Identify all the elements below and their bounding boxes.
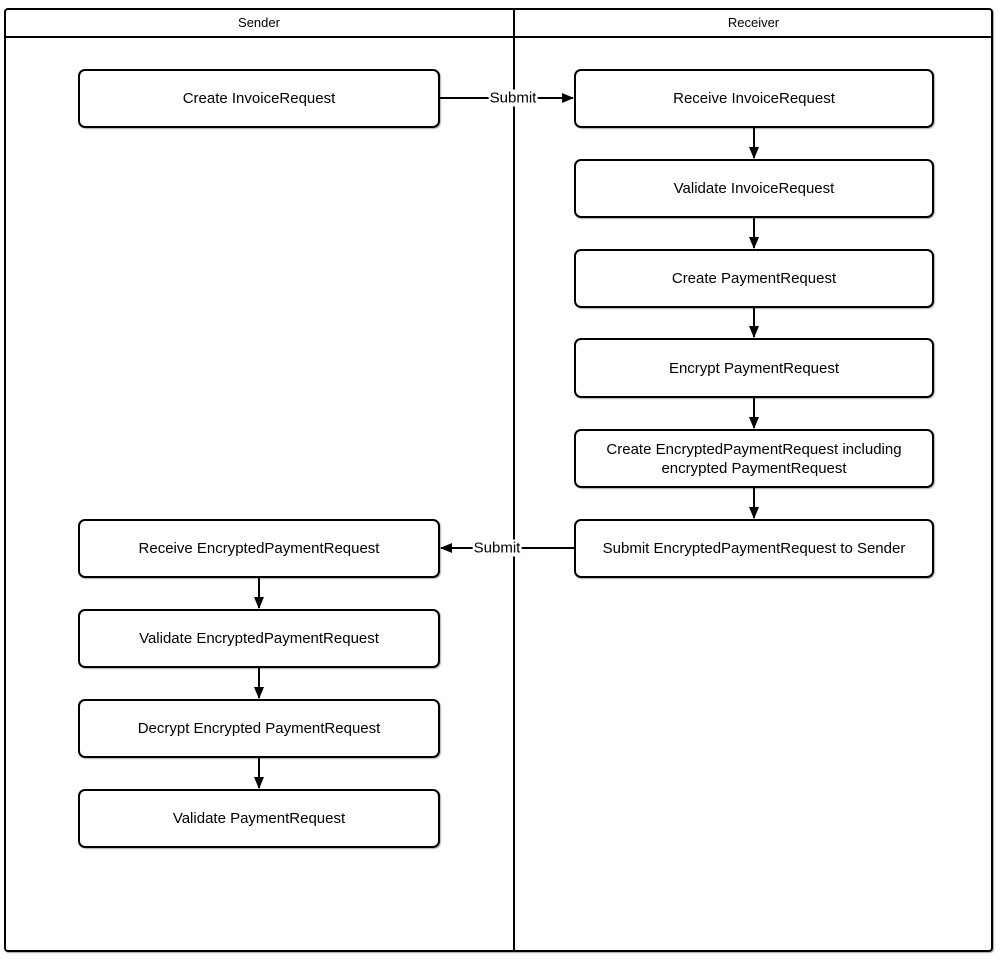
edge-label-submit-invoice: Submit (488, 89, 538, 107)
lane-title-sender: Sender (238, 14, 280, 30)
node-receive-invoice-request: Receive InvoiceRequest (574, 69, 934, 128)
node-validate-invoice-request: Validate InvoiceRequest (574, 159, 934, 218)
node-validate-payment-request: Validate PaymentRequest (78, 789, 440, 848)
node-submit-encrypted-payment-request: Submit EncryptedPaymentRequest to Sender (574, 519, 934, 578)
node-create-invoice-request: Create InvoiceRequest (78, 69, 440, 128)
node-decrypt-encrypted-payment-request: Decrypt Encrypted PaymentRequest (78, 699, 440, 758)
node-create-encrypted-payment-request: Create EncryptedPaymentRequest including… (574, 429, 934, 488)
node-encrypt-payment-request: Encrypt PaymentRequest (574, 338, 934, 398)
diagram-frame (4, 8, 993, 952)
node-receive-encrypted-payment-request: Receive EncryptedPaymentRequest (78, 519, 440, 578)
lane-divider (513, 8, 515, 952)
node-validate-encrypted-payment-request: Validate EncryptedPaymentRequest (78, 609, 440, 668)
lane-title-receiver: Receiver (727, 14, 780, 30)
node-create-payment-request: Create PaymentRequest (574, 249, 934, 308)
lane-header-separator (4, 36, 993, 38)
edge-label-submit-payment: Submit (472, 539, 522, 557)
